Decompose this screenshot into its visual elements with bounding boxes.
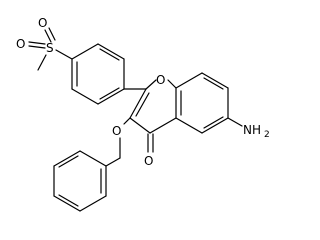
amino-group: NH 2 (227, 117, 270, 140)
bond-c3-c2-double (135, 92, 150, 117)
sulfur-atom-label: S (46, 41, 54, 55)
bond-c3-c2 (129, 88, 147, 119)
ether-oxygen-label: O (112, 124, 121, 138)
phenyl-ring-sulfonyl (71, 43, 125, 105)
chemical-structure-diagram: S O O O NH (16, 16, 270, 212)
bond-methyl-s (37, 54, 47, 71)
bond-s-o-top-double (48, 27, 56, 41)
benzyloxy-group: O (105, 117, 131, 167)
bond-o1-c8a (167, 79, 177, 89)
benzyl-phenyl-ring (53, 150, 107, 212)
carbonyl-oxygen-label: O (144, 154, 153, 168)
bond-s-o-bottom (28, 45, 46, 49)
fused-benzene-ring (175, 72, 229, 134)
bond-c4-c3 (129, 117, 151, 134)
bond-c2-o1 (145, 79, 157, 90)
bond-c6-n (227, 117, 243, 127)
ring-c-bond-1 (175, 72, 203, 89)
ring-a-bond-4 (97, 88, 125, 105)
ring-b-bond-1 (79, 150, 107, 167)
ring-b-bond-4 (53, 195, 81, 212)
ring-b-inner-1 (58, 155, 79, 168)
ring-a-inner-1 (99, 48, 120, 61)
bond-c4a-c4 (149, 117, 177, 134)
carbonyl-group: O (144, 133, 154, 168)
ring-c-bond-4 (201, 117, 229, 134)
ring-b-inner-2 (58, 194, 79, 207)
bond-c3-o (123, 117, 131, 125)
ring-a-bond-5 (71, 88, 99, 105)
amino-label: NH (243, 123, 261, 137)
methylsulfonyl-group: S O O (16, 16, 73, 71)
pyranone-ring: O (129, 73, 177, 134)
ring-c-inner-2 (203, 116, 224, 129)
ring-b-bond-5 (79, 195, 107, 212)
bond-s-aryl (55, 49, 73, 60)
ring-c-bond-5 (175, 117, 203, 134)
sulfonyl-oxygen-top-label: O (38, 16, 47, 30)
sulfonyl-oxygen-bottom-label: O (16, 37, 25, 51)
ring-a-inner-2 (99, 87, 120, 100)
bond-s-o-bottom-double (28, 41, 46, 45)
bond-ch2-ph (105, 157, 121, 167)
bond-s-o-top (44, 29, 52, 43)
amino-subscript: 2 (264, 130, 270, 140)
ring-a-bond-2 (97, 43, 125, 60)
ring-oxygen-label: O (156, 73, 165, 87)
ring-b-bond-2 (53, 150, 81, 167)
ring-a-bond-1 (71, 43, 99, 60)
ring-c-bond-2 (201, 72, 229, 89)
ring-c-inner-1 (203, 77, 224, 90)
